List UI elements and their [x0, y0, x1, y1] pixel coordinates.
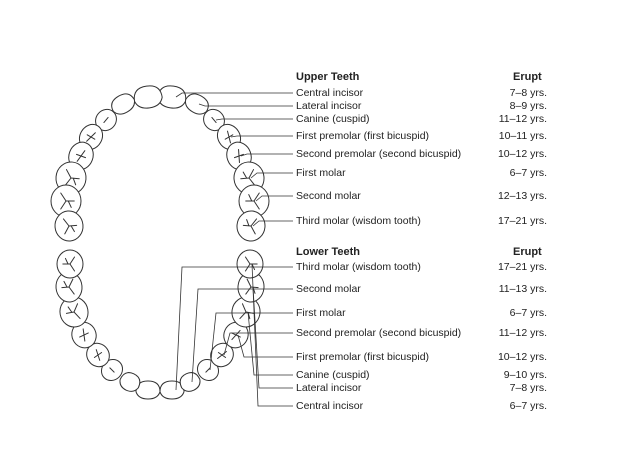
upper-canine-erupt: 11–12 yrs. [498, 113, 547, 125]
lower-central-incisor-label: Central incisor [296, 400, 364, 412]
upper-third-molar-erupt: 17–21 yrs. [497, 215, 547, 227]
upper-left-lateral-incisor-tooth [111, 93, 136, 115]
lower-lateral-incisor-erupt: 7–8 yrs. [509, 382, 547, 394]
upper-first-molar-label: First molar [296, 167, 346, 179]
upper-left-second-molar-tooth [50, 184, 82, 218]
lower-second-molar-leader-line [252, 286, 293, 389]
upper-central-incisor-erupt: 7–8 yrs. [509, 87, 547, 99]
lower-lateral-incisor-label: Lateral incisor [296, 382, 362, 394]
upper-first-premolar-erupt: 10–11 yrs. [498, 130, 547, 142]
lower-third-molar-label: Third molar (wisdom tooth) [296, 261, 421, 273]
lower-first-molar-erupt: 6–7 yrs. [509, 307, 547, 319]
lower-second-premolar-erupt: 11–12 yrs. [498, 327, 547, 339]
lower-right-lateral-incisor-tooth [179, 372, 201, 392]
lower-right-third-molar-tooth [236, 249, 264, 279]
upper-lateral-incisor-label: Lateral incisor [296, 100, 362, 112]
upper-second-premolar-label: Second premolar (second bicuspid) [296, 148, 462, 160]
upper-left-third-molar-tooth [54, 210, 84, 242]
upper-first-molar-erupt: 6–7 yrs. [509, 167, 547, 179]
lower-teeth-title: Lower Teeth [296, 246, 360, 258]
lower-first-premolar-leader-line [223, 332, 293, 356]
upper-arch [50, 85, 270, 242]
lower-first-premolar-label: First premolar (first bicuspid) [296, 351, 430, 363]
upper-erupt-header: Erupt [513, 71, 542, 83]
upper-lateral-incisor-erupt: 8–9 yrs. [509, 100, 547, 112]
lower-left-third-molar-tooth [56, 249, 84, 279]
lower-canine-leader-line [209, 312, 293, 371]
upper-central-incisor-label: Central incisor [296, 87, 364, 99]
lower-third-molar-erupt: 17–21 yrs. [497, 261, 547, 273]
lower-second-molar-label: Second molar [296, 283, 361, 295]
upper-second-premolar-erupt: 10–12 yrs. [497, 148, 547, 160]
upper-lateral-incisor-leader-line [198, 103, 293, 107]
lower-arch [55, 249, 265, 400]
upper-second-molar-label: Second molar [296, 190, 361, 202]
lower-first-molar-label: First molar [296, 307, 346, 319]
lower-first-premolar-erupt: 10–12 yrs. [497, 351, 547, 363]
upper-left-central-incisor-tooth [133, 85, 163, 109]
lower-lateral-incisor-leader-line [191, 288, 293, 383]
lower-left-second-premolar-tooth [71, 321, 97, 349]
upper-second-molar-leader-line [255, 195, 293, 202]
upper-central-incisor-leader-line [175, 92, 293, 98]
upper-third-molar-leader-line [252, 220, 293, 227]
lower-first-molar-leader-line [247, 311, 293, 376]
lower-second-molar-erupt: 11–13 yrs. [498, 283, 547, 295]
lower-canine-label: Canine (cuspid) [296, 369, 370, 381]
upper-second-premolar-leader-line [240, 153, 293, 157]
lower-central-incisor-erupt: 6–7 yrs. [509, 400, 547, 412]
lower-erupt-header: Erupt [513, 246, 542, 258]
lower-third-molar-leader-line [251, 263, 293, 407]
leader-lines [175, 92, 293, 407]
lower-second-premolar-label: Second premolar (second bicuspid) [296, 327, 462, 339]
upper-right-third-molar-tooth [236, 210, 266, 242]
lower-central-incisor-leader-line [175, 266, 293, 391]
lower-right-second-premolar-tooth [223, 321, 249, 349]
lower-left-lateral-incisor-tooth [119, 372, 141, 392]
upper-first-molar-leader-line [250, 172, 293, 179]
upper-canine-label: Canine (cuspid) [296, 113, 370, 125]
upper-teeth-title: Upper Teeth [296, 71, 360, 83]
lower-left-central-incisor-tooth [135, 380, 161, 400]
upper-second-molar-erupt: 12–13 yrs. [497, 190, 547, 202]
upper-third-molar-label: Third molar (wisdom tooth) [296, 215, 421, 227]
upper-first-premolar-leader-line [230, 135, 293, 138]
upper-canine-leader-line [215, 118, 293, 121]
lower-right-central-incisor-tooth [159, 380, 185, 400]
upper-first-premolar-label: First premolar (first bicuspid) [296, 130, 430, 142]
lower-second-premolar-leader-line [237, 334, 293, 358]
lower-canine-erupt: 9–10 yrs. [503, 369, 547, 381]
